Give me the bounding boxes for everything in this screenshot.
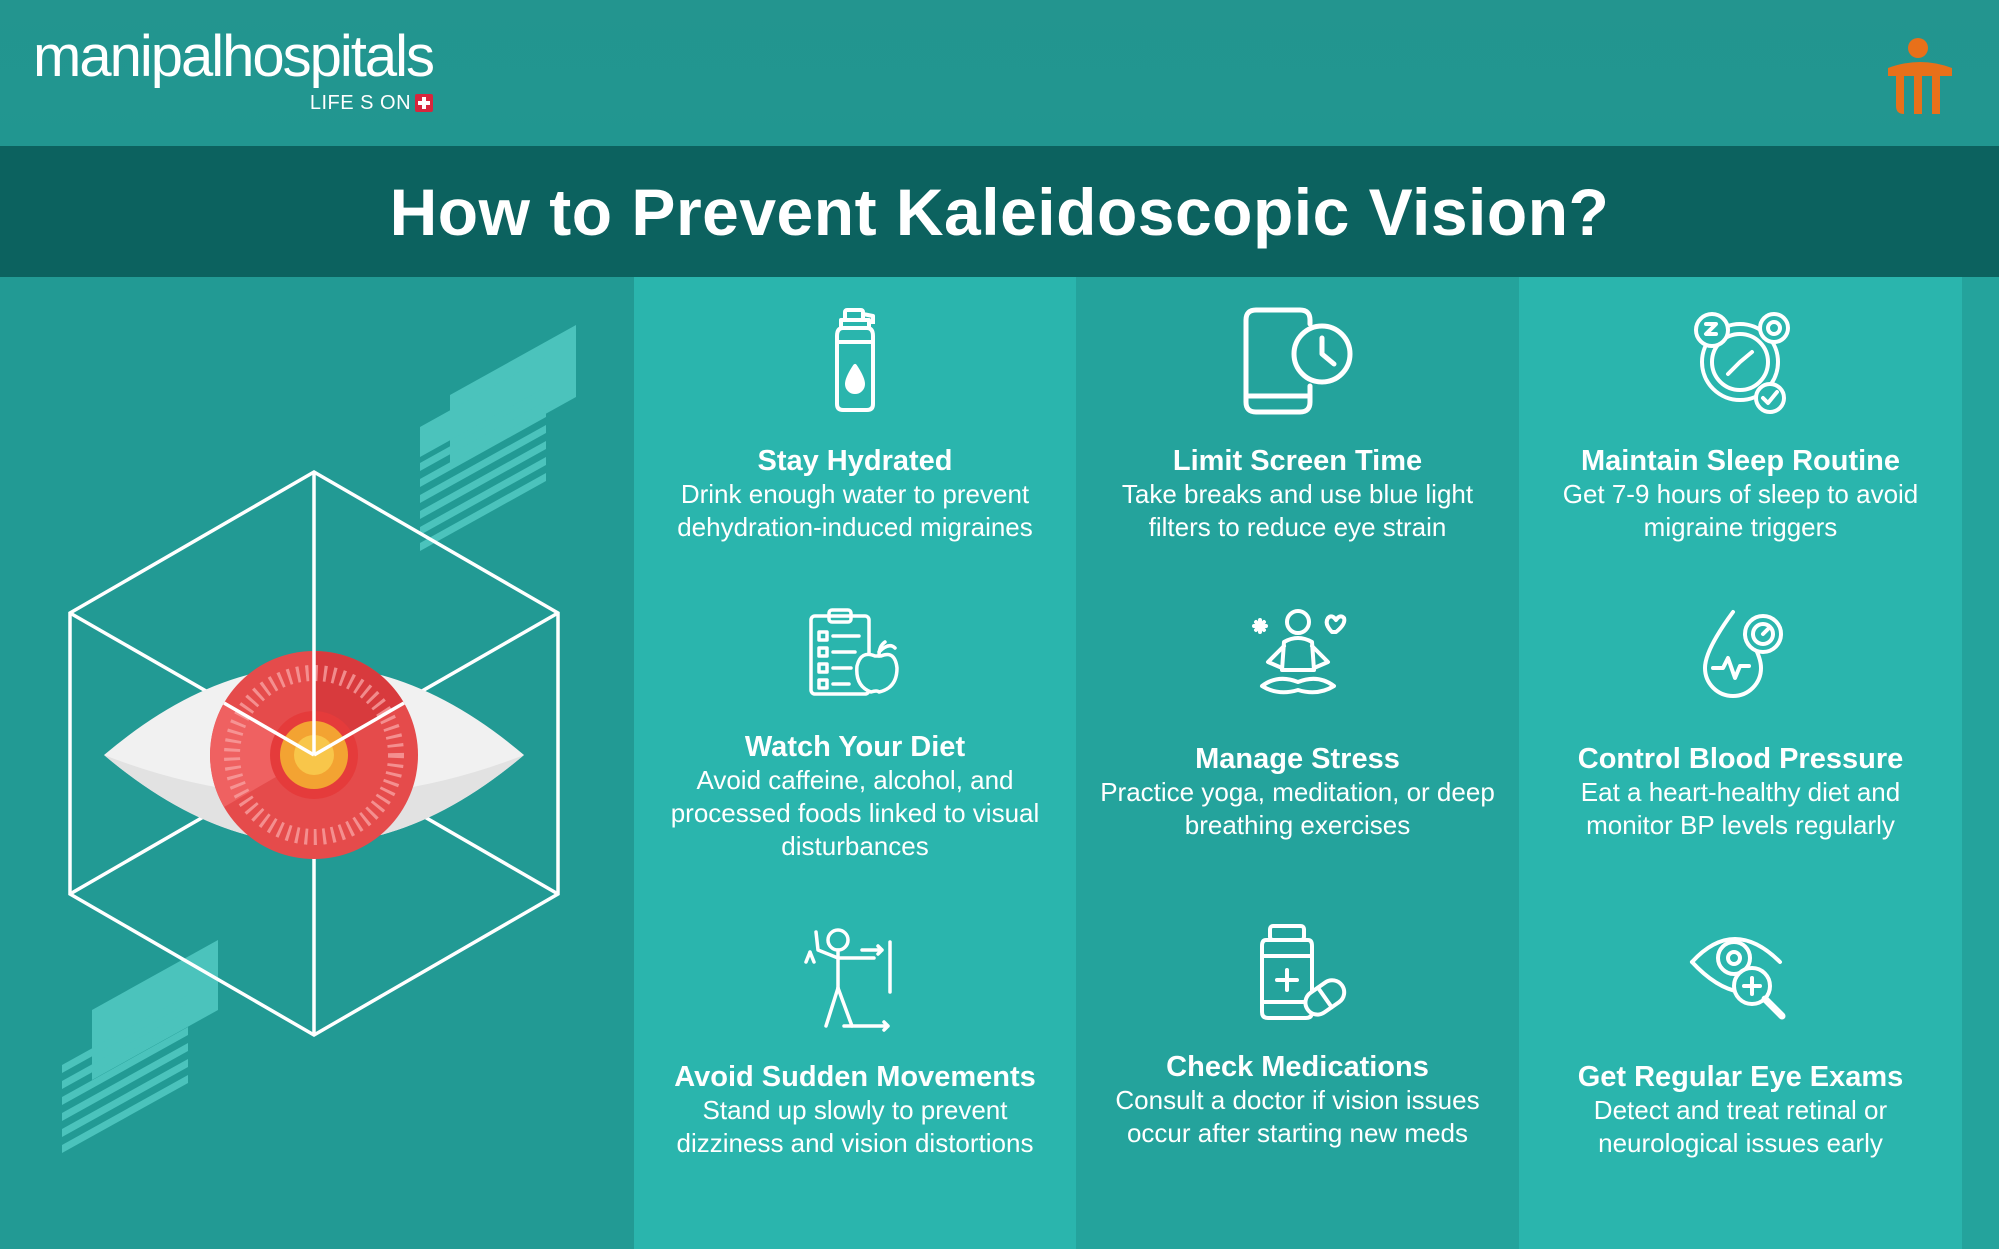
column-3 bbox=[1519, 277, 1962, 1249]
diet-checklist-icon bbox=[809, 608, 899, 696]
tip-description: Avoid caffeine, alcohol, and processed f… bbox=[670, 765, 1040, 861]
tip-title: Check Medications bbox=[1166, 1051, 1429, 1083]
tip-title: Limit Screen Time bbox=[1172, 445, 1423, 477]
page-title: How to Prevent Kaleidoscopic Vision? bbox=[389, 174, 1610, 249]
tip-description: Stand up slowly to prevent dizziness and… bbox=[676, 1095, 1034, 1158]
tip-card-manage-stress: Manage Stress Practice yoga, meditation,… bbox=[1096, 606, 1499, 842]
column-1 bbox=[634, 277, 1076, 1249]
tip-card-get-regular-eye-exams: Get Regular Eye Exams Detect and treat r… bbox=[1539, 922, 1942, 1160]
tip-card-avoid-sudden-movements: Avoid Sudden Movements Stand up slowly t… bbox=[654, 922, 1056, 1160]
tip-card-control-blood-pressure: Control Blood Pressure Eat a heart-healt… bbox=[1539, 606, 1942, 842]
blood-pressure-icon bbox=[1702, 610, 1783, 698]
tip-card-check-medications: Check Medications Consult a doctor if vi… bbox=[1096, 922, 1499, 1150]
tip-title: Avoid Sudden Movements bbox=[674, 1061, 1036, 1093]
water-bottle-icon bbox=[835, 308, 875, 412]
tip-card-watch-your-diet: Watch Your Diet Avoid caffeine, alcohol,… bbox=[654, 606, 1056, 863]
tip-title: Get Regular Eye Exams bbox=[1577, 1061, 1904, 1093]
tip-card-maintain-sleep-routine: Maintain Sleep Routine Get 7-9 hours of … bbox=[1539, 306, 1942, 544]
tip-title: Manage Stress bbox=[1195, 743, 1400, 775]
column-2 bbox=[1076, 277, 1519, 1249]
sleep-routine-icon bbox=[1693, 312, 1790, 414]
eye-exam-icon bbox=[1689, 937, 1785, 1020]
plus-icon bbox=[415, 94, 434, 112]
person-movement-icon bbox=[804, 928, 892, 1032]
tip-title: Control Blood Pressure bbox=[1577, 743, 1904, 775]
brand-logo[interactable]: manipalhospitals LIFE S ON bbox=[33, 22, 435, 114]
title-band: How to Prevent Kaleidoscopic Vision? bbox=[0, 146, 1999, 277]
tip-description: Drink enough water to prevent dehydratio… bbox=[677, 479, 1033, 542]
tip-title: Watch Your Diet bbox=[744, 731, 966, 763]
tip-card-stay-hydrated: Stay Hydrated Drink enough water to prev… bbox=[654, 306, 1056, 544]
tip-description: Practice yoga, meditation, or deep breat… bbox=[1100, 777, 1495, 840]
brand-mark-icon bbox=[1888, 38, 1952, 114]
tip-description: Consult a doctor if vision issues occur … bbox=[1115, 1085, 1480, 1148]
tip-card-limit-screen-time: Limit Screen Time Take breaks and use bl… bbox=[1096, 306, 1499, 544]
header: manipalhospitals LIFE S ON bbox=[0, 0, 1999, 146]
tip-title: Maintain Sleep Routine bbox=[1580, 445, 1901, 477]
brand-tagline-text: LIFE S ON bbox=[309, 92, 412, 114]
phone-clock-icon bbox=[1243, 307, 1352, 415]
tip-description: Eat a heart-healthy diet and monitor BP … bbox=[1580, 777, 1901, 840]
kaleidoscope-eye-icon bbox=[62, 325, 576, 1153]
tip-description: Detect and treat retinal or neurological… bbox=[1593, 1095, 1888, 1158]
brand-name: manipalhospitals bbox=[33, 24, 435, 89]
medication-icon bbox=[1259, 924, 1346, 1020]
brand-tagline: LIFE S ON bbox=[309, 92, 434, 115]
tip-description: Take breaks and use blue light filters t… bbox=[1121, 479, 1474, 542]
kaleidoscope-eye-illustration bbox=[0, 277, 634, 1249]
tip-title: Stay Hydrated bbox=[757, 445, 953, 477]
column-4 bbox=[1962, 277, 1999, 1249]
tip-description: Get 7-9 hours of sleep to avoid migraine… bbox=[1562, 479, 1919, 542]
meditation-icon bbox=[1251, 609, 1346, 695]
